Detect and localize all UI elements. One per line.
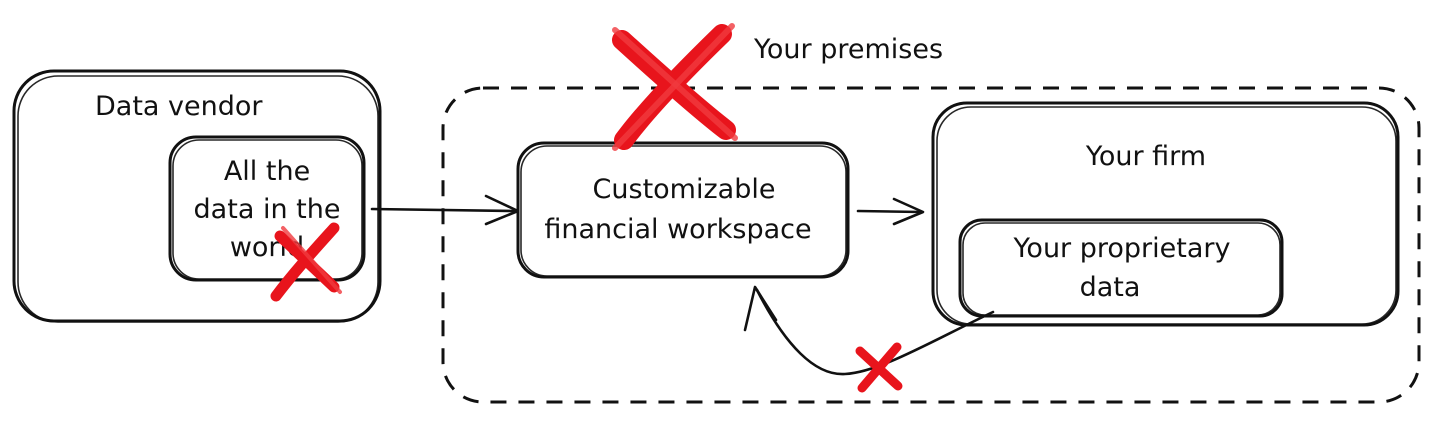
premises-boundary — [441, 86, 1421, 404]
arrow-icon — [856, 209, 923, 214]
arrow-icon — [755, 288, 995, 376]
workspace-box — [516, 141, 850, 279]
arrow-workspace-to-firm — [856, 197, 925, 226]
cross-mark-icon — [855, 342, 903, 393]
cross-mark-icon — [270, 222, 342, 302]
your-firm-title: Your firm — [1085, 141, 1206, 172]
arrow-vendor-to-workspace — [370, 194, 520, 226]
proprietary-data-line-2: data — [1080, 272, 1141, 303]
premises-label: Your premises — [753, 34, 943, 65]
world-data-box — [168, 135, 366, 282]
workspace-line-1: Customizable — [593, 174, 776, 205]
proprietary-data-box — [958, 218, 1284, 318]
data-vendor-box — [12, 69, 382, 323]
data-vendor-title: Data vendor — [95, 91, 263, 122]
your-firm-box — [931, 101, 1400, 327]
world-data-line-1: All the — [224, 156, 310, 187]
arrow-icon — [370, 207, 518, 213]
cross-mark-icon — [612, 23, 738, 151]
world-data-line-2: data in the — [194, 194, 341, 225]
workspace-line-2: financial workspace — [544, 214, 811, 245]
arrow-proprietary-to-workspace — [743, 285, 995, 376]
proprietary-data-line-1: Your proprietary — [1013, 233, 1231, 264]
